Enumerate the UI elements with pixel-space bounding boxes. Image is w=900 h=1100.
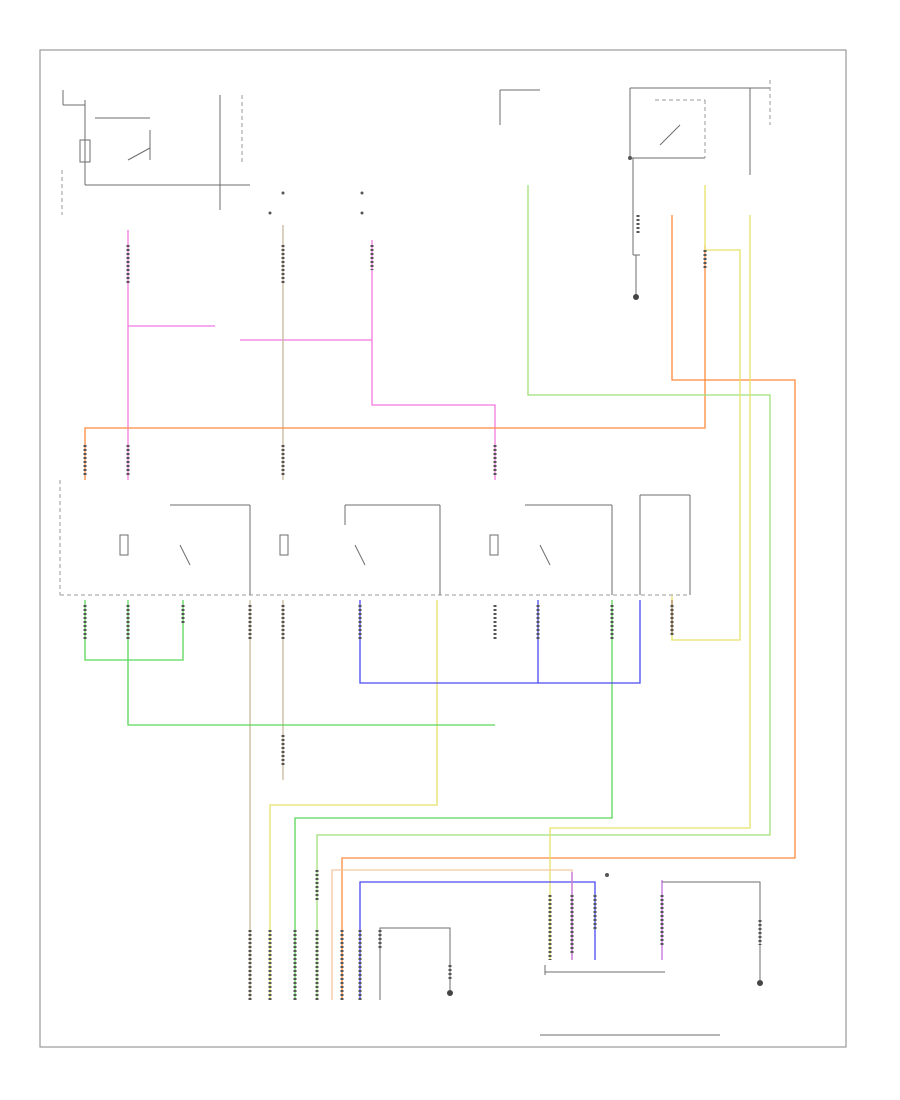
relay-1-coil-icon <box>119 534 129 556</box>
wire-green-top <box>316 185 771 1000</box>
wire-orange-bus <box>84 245 706 480</box>
wire-yellow-center <box>269 600 438 1000</box>
diagram-frame <box>39 49 847 1048</box>
wire-green-lower <box>294 600 613 1000</box>
connectors <box>83 215 762 1000</box>
relay-3-contact-icon <box>539 544 551 566</box>
relay-2-coil-icon <box>279 534 289 556</box>
wire-yellow-long <box>549 215 751 960</box>
wire-pink-center <box>371 240 496 480</box>
wire-yellow-right <box>671 185 741 641</box>
trailer-relay-box <box>540 873 720 1036</box>
wire-black-ground <box>662 881 761 980</box>
wire-black-ground-center <box>379 927 451 1000</box>
relay-2-contact-icon <box>354 544 366 566</box>
top-left-power-circuit <box>61 90 250 215</box>
ground-center-icon <box>447 990 453 996</box>
relay-contact-icon <box>659 124 681 146</box>
wire-orange-right <box>341 215 796 1000</box>
ground-lower-right-icon <box>757 980 763 986</box>
brake-switch-icon <box>127 147 151 161</box>
wire-green-splice <box>127 600 495 726</box>
top-right-power-circuit <box>499 80 771 300</box>
switch-contacts-top <box>268 191 364 215</box>
relay-3-coil-icon <box>489 534 499 556</box>
fuse-a-icon <box>79 139 91 163</box>
wire-green-loop <box>84 600 184 661</box>
wires <box>84 185 796 1000</box>
relay-module <box>59 480 691 596</box>
wire-blue-loop <box>359 600 641 684</box>
wire-blue-lower <box>359 881 596 1000</box>
relay-1-contact-icon <box>179 544 191 566</box>
ground-right-top-icon <box>633 294 639 300</box>
wire-peach-lower <box>331 869 573 1000</box>
